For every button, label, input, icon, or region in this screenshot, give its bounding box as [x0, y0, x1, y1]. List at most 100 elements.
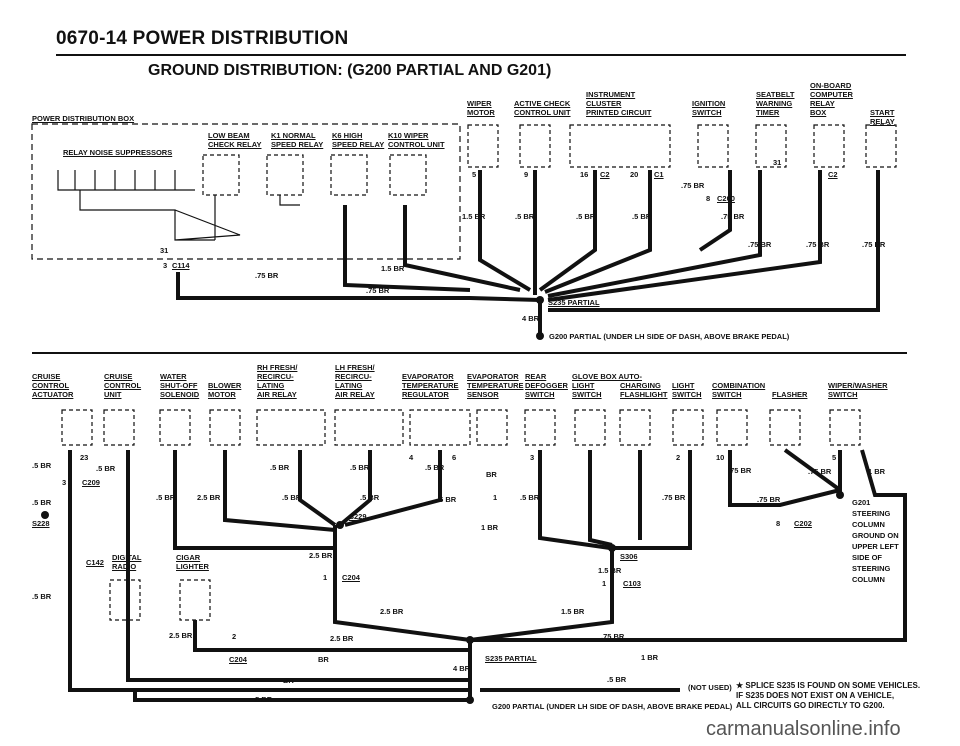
box-flash: [769, 409, 801, 446]
wire-label: BR: [486, 470, 497, 479]
wire-bot-s306: [469, 548, 614, 642]
wire-label: .5 BR: [576, 212, 596, 221]
connector-label: C204: [229, 655, 247, 664]
box-ww: [829, 409, 861, 446]
wire-label: 1.5 BR: [598, 566, 622, 575]
comp-flasher: FLASHER: [772, 390, 808, 399]
wire-wiper: [478, 170, 532, 292]
relay-label-noise: RELAY NOISE SUPPRESSORS: [63, 148, 173, 157]
box-rdf: [524, 409, 556, 446]
box-ccu: [103, 409, 135, 446]
splice-label: S229: [349, 512, 367, 521]
wire-label: 2.5 BR: [309, 551, 333, 560]
wire-label: 1.5 BR: [462, 212, 486, 221]
wire-label: .5 BR: [32, 592, 52, 601]
relay-box-k10: [389, 154, 427, 196]
box-radio: [109, 579, 141, 621]
wire-label: 1.5 BR: [561, 607, 585, 616]
box-lsw: [672, 409, 704, 446]
connector-label: C209: [82, 478, 100, 487]
pin-label: 3: [62, 478, 67, 487]
wire-label: .5 BR: [282, 493, 302, 502]
box-gbl: [574, 409, 606, 446]
comp-rear-defogger: REAR DEFOGGER SWITCH: [525, 372, 568, 399]
wire-label: 1 BR: [641, 653, 659, 662]
wire-label: .75 BR: [366, 286, 390, 295]
pin-label: 10: [716, 453, 725, 462]
wire-bot-water: [173, 450, 335, 550]
wire-bot-gbl: [588, 450, 613, 547]
pin-label: 3: [163, 261, 168, 270]
wire-label: 2.5 BR: [197, 493, 221, 502]
page-title: 0670-14 POWER DISTRIBUTION: [56, 28, 349, 49]
comp-combination-switch: COMBINATION SWITCH: [712, 381, 766, 399]
box-start: [865, 124, 897, 168]
pin-label: 8: [776, 519, 781, 528]
wire-label: .75 BR: [808, 467, 832, 476]
comp-evap-reg: EVAPORATOR TEMPERATURE REGULATOR: [402, 372, 459, 399]
wire-bot-comb: [728, 450, 841, 507]
box-lhf: [334, 409, 404, 446]
pin-label: 16: [580, 170, 589, 179]
splice-s228: [41, 511, 49, 519]
wire-bot-rdf: [538, 450, 611, 550]
box-ign: [697, 124, 729, 168]
wire-label: .75 BR: [728, 466, 752, 475]
comp-ignition-switch: IGNITION SWITCH: [692, 99, 726, 117]
box-water: [159, 409, 191, 446]
wire-label: .5 BR: [32, 461, 52, 470]
pdb-label: POWER DISTRIBUTION BOX: [32, 114, 135, 123]
pin-label: 5: [832, 453, 837, 462]
comp-wiper-washer: WIPER/WASHER SWITCH: [828, 381, 888, 399]
top-section: [31, 123, 897, 260]
ground-g200-top: [536, 332, 544, 340]
bottom-wires: [68, 448, 907, 702]
wire-bot-lhf: [338, 450, 372, 527]
wire-label: BR: [318, 655, 329, 664]
wire-label: .75 BR: [662, 493, 686, 502]
connector-label: C204: [342, 573, 360, 582]
comp-seatbelt-timer: SEATBELT WARNING TIMER: [756, 90, 795, 117]
wire-label: .5 BR: [32, 498, 52, 507]
wire-label: .5 BR: [515, 212, 535, 221]
pin-label: 2: [232, 632, 237, 641]
wire-bot-cig: [193, 620, 470, 652]
ground-label-bottom: G200 PARTIAL (UNDER LH SIDE OF DASH, ABO…: [492, 702, 733, 711]
comp-start-relay: START RELAY: [870, 108, 895, 126]
wire-label: 2.5 BR: [380, 607, 404, 616]
comp-light-switch: LIGHT SWITCH: [672, 381, 702, 399]
pin-label: 23: [80, 453, 89, 462]
not-used-label: (NOT USED): [688, 683, 732, 692]
wire-bot-ccu: [126, 450, 470, 682]
wire-label: .75 BR: [862, 240, 886, 249]
box-ic: [569, 124, 671, 168]
wire-label: 4 BR: [453, 664, 471, 673]
wire-ign: [698, 170, 732, 252]
comp-lh-fresh: LH FRESH/ RECIRCU- LATING AIR RELAY: [335, 363, 375, 399]
wire-bot-1br: [470, 449, 907, 642]
comp-charging-flashlight: CHARGING FLASHLIGHT: [620, 381, 668, 399]
relay-box-lowbeam: [202, 154, 240, 196]
pin-label: 6: [452, 453, 457, 462]
splice-label: S228: [32, 519, 50, 528]
box-evs: [476, 409, 508, 446]
box-chg: [619, 409, 651, 446]
wire-label: .75 BR: [681, 181, 705, 190]
wire-label: 1 BR: [868, 467, 886, 476]
box-wiper: [467, 124, 499, 168]
wire-start: [548, 170, 880, 312]
box-acc: [519, 124, 551, 168]
wire-label: 2.5 BR: [169, 631, 193, 640]
section-divider: [32, 352, 907, 354]
splice-note: ★ SPLICE S235 IS FOUND ON SOME VEHICLES.…: [736, 681, 921, 710]
pin-label: 3: [530, 453, 535, 462]
relay-label-k10: K10 WIPER CONTROL UNIT: [388, 131, 445, 149]
wire-k10: [403, 205, 521, 292]
watermark: carmanualsonline.info: [706, 718, 901, 740]
connector-label: C114: [172, 261, 190, 270]
comp-cigar-lighter: CIGAR LIGHTER: [176, 553, 209, 571]
pin-label: 5: [472, 170, 477, 179]
wire-label: .5 BR: [360, 493, 380, 502]
wire-label: .5 BR: [520, 493, 540, 502]
splice-s306: [608, 544, 616, 552]
